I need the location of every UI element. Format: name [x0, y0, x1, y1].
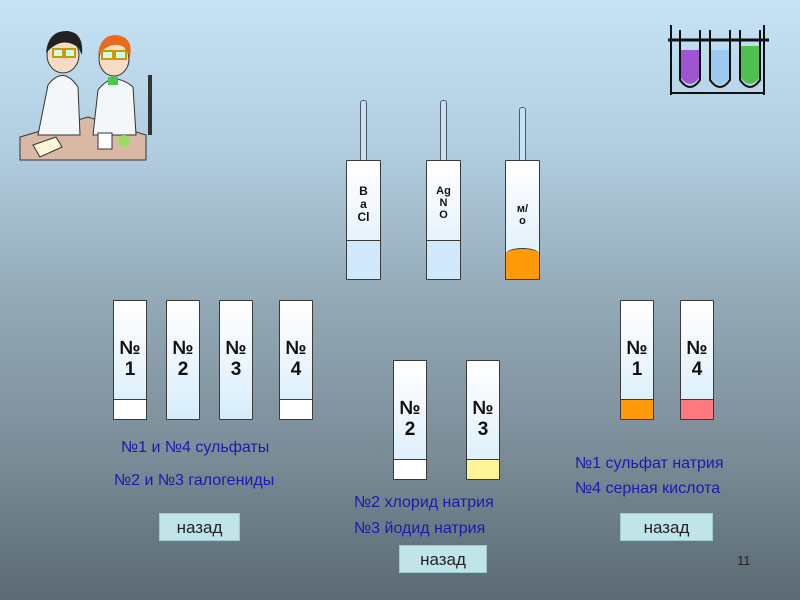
reagent-tube-bacl[interactable]: B a Cl — [346, 160, 381, 280]
tube-precipitate — [394, 459, 426, 479]
back-button-left[interactable]: назад — [159, 513, 240, 541]
tube-label-number: 4 — [691, 358, 703, 380]
result-text-sulfuric-acid: №4 серная кислота — [575, 480, 721, 497]
reagent-liquid — [347, 240, 380, 279]
tube-label-no: № — [472, 398, 494, 419]
label-line: Ag — [436, 185, 451, 197]
tube-label-no: № — [686, 338, 708, 359]
tube-label-number: 1 — [124, 358, 136, 380]
label-line: о — [519, 215, 526, 228]
tube-label-no: № — [225, 338, 247, 359]
result-text-halides: №2 и №3 галогениды — [114, 472, 275, 489]
scientists-illustration — [19, 30, 152, 161]
label-line: м/ — [516, 203, 529, 215]
reagent-label: Ag N O — [427, 185, 460, 221]
tube-label-no: № — [172, 338, 194, 359]
reagent-tube-agno[interactable]: Ag N O — [426, 160, 461, 280]
tube-label-no: № — [119, 338, 141, 359]
result-text-chloride: №2 хлорид натрия — [354, 494, 494, 511]
tube-precipitate — [114, 399, 146, 419]
reagent-label: B a Cl — [347, 184, 380, 225]
reagent-label: м/ о — [506, 203, 539, 227]
reagent-pipe-bacl — [360, 100, 367, 161]
reagent-tube-methyl-orange[interactable]: м/ о — [505, 160, 540, 280]
tube-label-number: 3 — [230, 358, 242, 380]
result-text-iodide: №3 йодид натрия — [354, 520, 486, 537]
tube-label-number: 2 — [404, 418, 416, 440]
tube-label-number: 3 — [477, 418, 489, 440]
test-tube-rack-illustration — [668, 25, 769, 95]
slide-number: 11 — [737, 553, 751, 568]
tube-label-no: № — [285, 338, 307, 359]
reagent-pipe-mo — [519, 107, 526, 161]
reagent-liquid — [427, 240, 460, 279]
tube-label-number: 4 — [290, 358, 302, 380]
back-button-right[interactable]: назад — [620, 513, 713, 541]
label-line: N — [439, 197, 448, 210]
label-line: O — [439, 209, 448, 222]
tube-label-no: № — [626, 338, 648, 359]
tube-label-no: № — [399, 398, 421, 419]
label-line: Cl — [357, 210, 370, 225]
tube-precipitate — [280, 399, 312, 419]
tube-precipitate — [467, 459, 499, 479]
tube-label-number: 1 — [631, 358, 643, 380]
result-text-sodium-sulfate: №1 сульфат натрия — [575, 455, 724, 472]
reagent-liquid — [506, 248, 539, 279]
result-text-sulfates: №1 и №4 сульфаты — [121, 439, 270, 456]
label-line: a — [360, 197, 367, 212]
tube-indicator-color — [621, 399, 653, 419]
label-line: B — [359, 184, 368, 198]
tube-indicator-color — [681, 399, 713, 419]
tube-label-number: 2 — [177, 358, 189, 380]
reagent-pipe-agno — [440, 100, 447, 161]
back-button-middle[interactable]: назад — [399, 545, 487, 573]
